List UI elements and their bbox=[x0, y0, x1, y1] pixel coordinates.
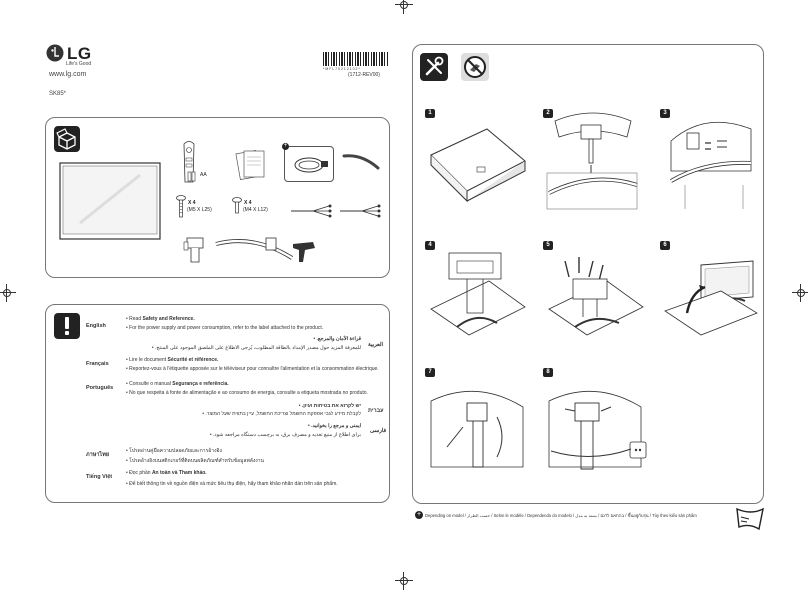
lang-thai: ภาษาไทย bbox=[86, 452, 110, 458]
screw-small-size: (M4 X L12) bbox=[243, 207, 268, 213]
step-5-illustration bbox=[548, 257, 644, 336]
registration-mark-right bbox=[792, 284, 808, 302]
cable-holder-illustration bbox=[342, 154, 380, 170]
battery-label: AA bbox=[200, 172, 207, 178]
vietnamese-line-1: • Đọc phần An toàn và Tham khảo. bbox=[126, 470, 207, 476]
package-contents-panel: AA + X 4 (M5 X L25) X 4 (M4 X L12) bbox=[45, 117, 390, 278]
av-cable-illustration-1 bbox=[291, 204, 332, 218]
registration-mark-top bbox=[395, 0, 413, 14]
screw-large-illustration bbox=[176, 195, 186, 218]
av-cable-illustration-2 bbox=[340, 204, 381, 218]
lang-persian: فارسی bbox=[370, 428, 387, 434]
screw-large-size: (M5 X L25) bbox=[187, 207, 212, 213]
portuguese-line-1: • Consulte o manual Segurança e referênc… bbox=[126, 381, 229, 387]
french-line-1: • Lire le document Sécurité et référence… bbox=[126, 357, 219, 363]
cable-management-illustration bbox=[293, 242, 315, 262]
wall-outlet-illustration bbox=[629, 441, 647, 459]
model-dependent-icon: + bbox=[282, 143, 289, 150]
power-cord-box bbox=[284, 146, 334, 182]
thai-line-2: • โปรดอ้างอิงบนสติกเกอร์ที่ติดบนผลิตภัณฑ… bbox=[126, 458, 264, 464]
persian-line-2: برای اطلاع از منبع تغذیه و مصرف برق، به … bbox=[209, 432, 361, 438]
lang-french: Français bbox=[86, 361, 109, 367]
step-7-illustration bbox=[430, 390, 524, 468]
lg-face-icon bbox=[46, 44, 64, 62]
assembly-steps-panel: 1 2 3 4 5 bbox=[412, 44, 764, 519]
battery-icon bbox=[187, 171, 196, 182]
hebrew-line-1: יש לקרוא את בטיחות ועיון. • bbox=[298, 403, 361, 409]
tv-illustration bbox=[59, 162, 161, 240]
exclamation-icon bbox=[65, 317, 69, 335]
arabic-line-1: قراءة الأمان والمرجع. • bbox=[313, 336, 361, 342]
page-turn-icon bbox=[736, 507, 764, 531]
step-number-4: 4 bbox=[425, 241, 435, 250]
portuguese-line-2: • No que respeita à fonte de alimentação… bbox=[126, 390, 368, 396]
barcode bbox=[323, 52, 389, 66]
step-8-illustration bbox=[548, 390, 642, 470]
safety-info-panel: English • Read Safety and Reference. • F… bbox=[45, 304, 390, 503]
model-dependent-icon: + bbox=[415, 511, 423, 519]
arabic-line-2: للمعرفة المزيد حول مصدر الإمداد بالطاقة … bbox=[151, 345, 361, 351]
hebrew-line-2: לקבלת מידע לגבי אספקת החשמל וצריכת החשמל… bbox=[202, 411, 361, 417]
model-number: SK85* bbox=[49, 91, 67, 97]
lang-vietnamese: Tiếng Việt bbox=[86, 474, 113, 480]
step-number-5: 5 bbox=[543, 241, 553, 250]
box-contents-icon-badge bbox=[54, 126, 80, 152]
screwdriver-wrench-icon bbox=[425, 56, 444, 76]
lang-arabic: العربية bbox=[368, 342, 384, 348]
lang-portuguese: Português bbox=[86, 385, 114, 391]
step-number-1: 1 bbox=[425, 109, 435, 118]
revision-code: (1712-REV00) bbox=[348, 72, 380, 78]
lg-logo: LG Life's Good bbox=[46, 44, 106, 67]
power-cord-illustration bbox=[294, 157, 328, 173]
screw-small-illustration bbox=[232, 197, 242, 214]
step-3-illustration bbox=[669, 121, 752, 209]
step-2-illustration bbox=[546, 112, 638, 210]
no-tools-icon-badge bbox=[461, 53, 489, 81]
french-line-2: • Reportez-vous à l'étiquette apposée su… bbox=[126, 366, 379, 372]
stand-body-illustration bbox=[183, 237, 204, 263]
thai-line-1: • โปรดอ่านคู่มือความปลอดภัยและการอ้างอิง bbox=[126, 448, 222, 454]
registration-mark-left bbox=[0, 284, 16, 302]
power-cable-line bbox=[550, 448, 632, 457]
step-number-8: 8 bbox=[543, 368, 553, 377]
open-box-icon bbox=[56, 128, 76, 150]
screw-small-qty: X 4 bbox=[244, 200, 252, 206]
manual-documents-illustration bbox=[235, 150, 265, 180]
step-number-2: 2 bbox=[543, 109, 553, 118]
warning-icon-badge bbox=[54, 313, 80, 339]
english-line-2: • For the power supply and power consump… bbox=[126, 325, 324, 331]
footer-note: Depending on model / حسب الطراز / Selon … bbox=[425, 513, 697, 518]
stand-base-illustration bbox=[215, 237, 294, 260]
logo-tagline: Life's Good bbox=[66, 61, 92, 67]
step-number-6: 6 bbox=[660, 241, 670, 250]
vietnamese-line-2: • Để biết thông tin về nguồn điện và mức… bbox=[126, 481, 338, 487]
tools-icon-badge bbox=[420, 53, 448, 81]
step-1-illustration bbox=[430, 128, 526, 203]
lang-english: English bbox=[86, 323, 106, 329]
step-4-illustration bbox=[430, 252, 526, 336]
website-url: www.lg.com bbox=[49, 71, 87, 78]
step-6-illustration bbox=[664, 260, 758, 336]
english-line-1: • Read Safety and Reference. bbox=[126, 316, 195, 322]
no-power-tool-icon bbox=[464, 56, 486, 78]
screw-large-qty: X 4 bbox=[188, 200, 196, 206]
logo-text: LG bbox=[67, 44, 92, 63]
persian-line-1: ایمنی و مرجع را بخوانید. • bbox=[308, 423, 361, 429]
barcode-digits: * M F L 7 0 2 1 2 1 0 2 * bbox=[323, 67, 360, 71]
step-number-3: 3 bbox=[660, 109, 670, 118]
step-number-7: 7 bbox=[425, 368, 435, 377]
lang-hebrew: עברית bbox=[368, 408, 384, 414]
